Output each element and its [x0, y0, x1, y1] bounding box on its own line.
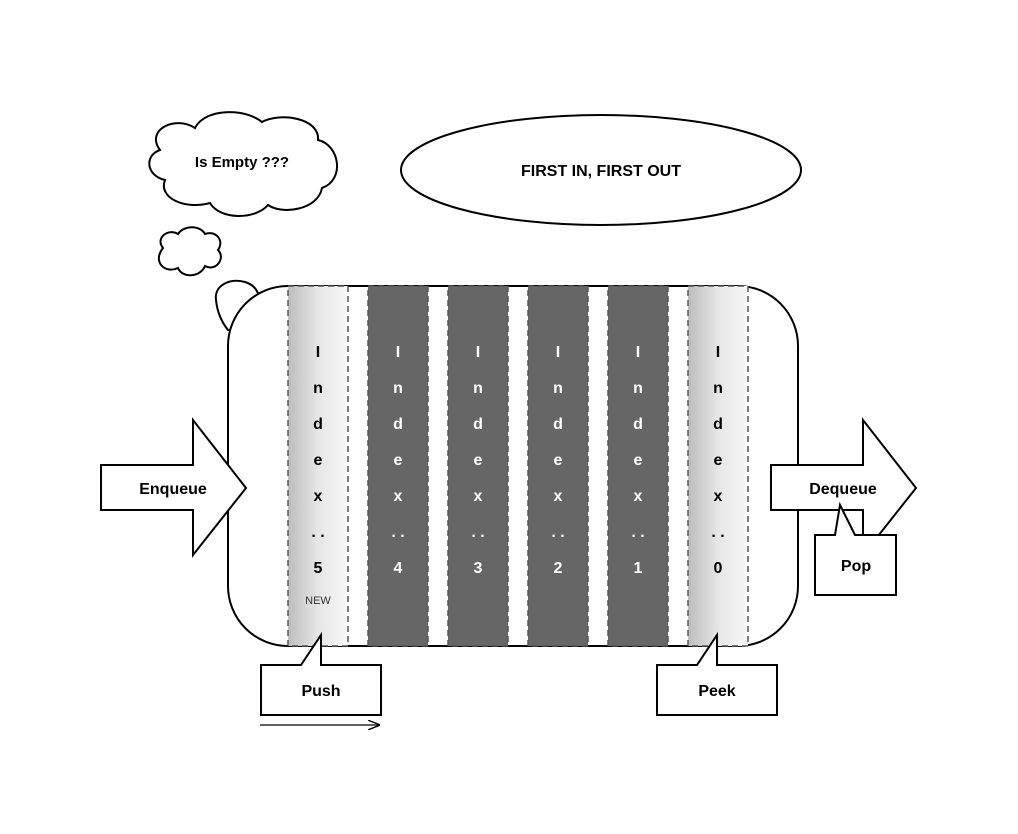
queue-slot: In d e x . . 4 [367, 285, 429, 647]
slot-char: n [553, 380, 563, 397]
push-label: Push [301, 683, 340, 700]
slot-char: x [394, 488, 403, 505]
slot-char: n [313, 380, 323, 397]
slot-char: n [473, 380, 483, 397]
slot-char: 0 [714, 560, 723, 577]
slot-char: I [716, 344, 720, 361]
slot-char: 4 [394, 560, 403, 577]
dequeue-label: Dequeue [809, 481, 877, 498]
slot-char: x [314, 488, 323, 505]
queue-slot: In d e x . . 2 [527, 285, 589, 647]
queue-slot-box [527, 285, 589, 647]
enqueue-arrow: Enqueue [100, 417, 248, 558]
slot-char: I [636, 344, 640, 361]
slot-char: . . [471, 524, 484, 541]
push-callout: Push [260, 631, 382, 716]
queue-slot-box [367, 285, 429, 647]
enqueue-label: Enqueue [139, 481, 207, 498]
slot-char: . . [391, 524, 404, 541]
peek-label: Peek [698, 683, 735, 700]
pop-callout: Pop [814, 501, 897, 596]
slot-char: . . [631, 524, 644, 541]
slot-char: e [314, 452, 323, 469]
fifo-title-text: FIRST IN, FIRST OUT [521, 163, 681, 180]
slot-char: . . [711, 524, 724, 541]
queue-slot-box [607, 285, 669, 647]
queue-slot-box [447, 285, 509, 647]
slot-char: x [554, 488, 563, 505]
slot-char: . . [311, 524, 324, 541]
slot-char: I [396, 344, 400, 361]
queue-slot: In d e x . . 1 [607, 285, 669, 647]
is-empty-thought-cloud: Is Empty ??? [148, 111, 338, 217]
queue-slot-box [287, 285, 349, 647]
slot-char: I [476, 344, 480, 361]
slot-char: e [474, 452, 483, 469]
slot-char: 5 [314, 560, 323, 577]
fifo-title-ellipse: FIRST IN, FIRST OUT [400, 114, 802, 226]
slot-char: n [633, 380, 643, 397]
slot-char: d [633, 416, 643, 433]
slot-note: NEW [305, 595, 331, 607]
slot-char: d [313, 416, 323, 433]
slot-char: d [713, 416, 723, 433]
slot-char: x [474, 488, 483, 505]
pop-label: Pop [841, 558, 871, 575]
dequeue-arrow: Dequeue [770, 417, 918, 558]
slot-char: . . [551, 524, 564, 541]
queue-slot: In d e x . . 0 [687, 285, 749, 647]
small-thought-cloud-icon [157, 226, 222, 277]
slot-char: e [394, 452, 403, 469]
slot-char: d [553, 416, 563, 433]
slot-char: 3 [474, 560, 483, 577]
slot-char: x [634, 488, 643, 505]
slot-char: d [473, 416, 483, 433]
slot-char: d [393, 416, 403, 433]
peek-callout: Peek [656, 631, 778, 716]
slot-char: n [713, 380, 723, 397]
slot-char: n [393, 380, 403, 397]
slot-char: I [316, 344, 320, 361]
slot-char: e [634, 452, 643, 469]
slot-char: e [554, 452, 563, 469]
slot-char: I [556, 344, 560, 361]
slot-char: e [714, 452, 723, 469]
slot-char: 2 [554, 560, 563, 577]
slot-char: x [714, 488, 723, 505]
slot-char: 1 [634, 560, 643, 577]
is-empty-text: Is Empty ??? [195, 154, 289, 171]
queue-slot: In d e x . . 3 [447, 285, 509, 647]
queue-slot-box [687, 285, 749, 647]
